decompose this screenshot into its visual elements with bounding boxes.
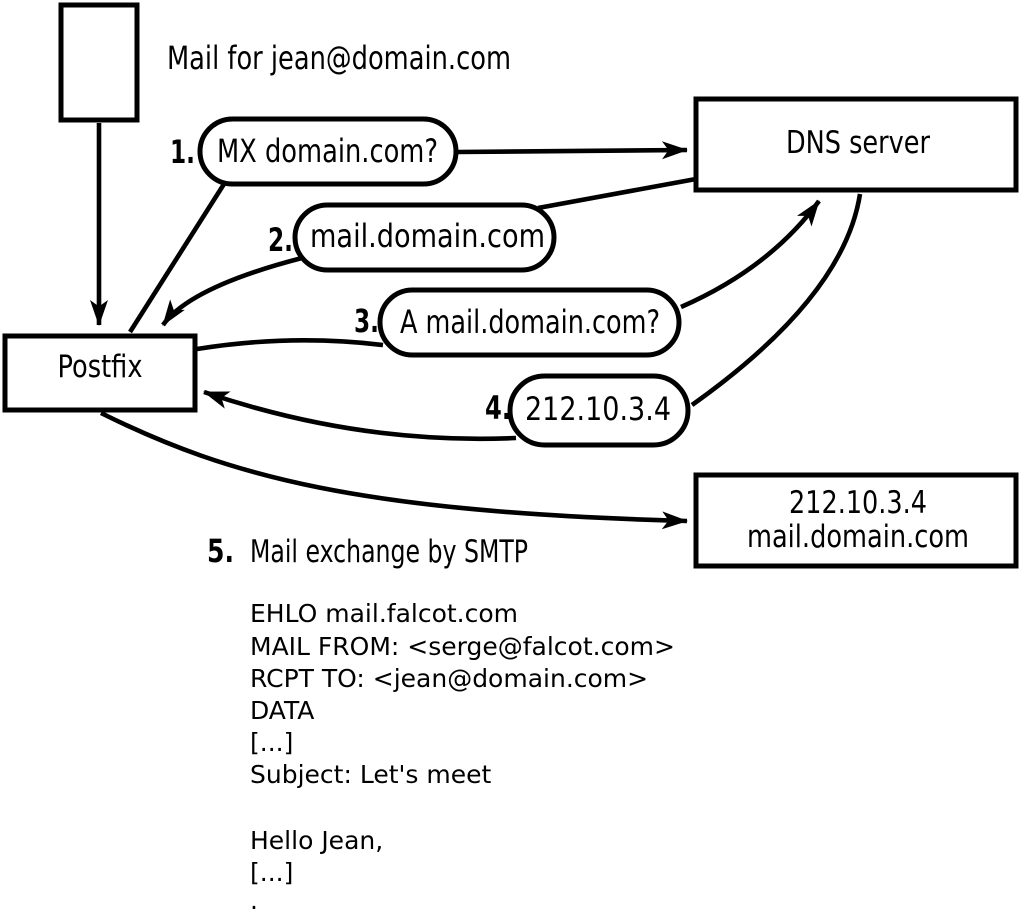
mail-server-hostname-label: mail.domain.com (747, 519, 969, 555)
diagram-title: Mail for jean@domain.com (167, 39, 511, 77)
query3-label: A mail.domain.com? (400, 303, 660, 341)
smtp-line: Hello Jean, (250, 826, 383, 855)
response2-label: mail.domain.com (310, 217, 545, 255)
smtp-line: . (250, 886, 258, 915)
query1-pill (197, 116, 459, 187)
line-dns-to-response2 (537, 176, 697, 211)
mail-server-box (693, 472, 1019, 569)
postfix-box (2, 333, 198, 413)
response4-label: 212.10.3.4 (525, 390, 671, 428)
step1-number: 1. (170, 133, 195, 171)
arrow-query1-to-dns (457, 141, 688, 160)
step4-number: 4. (485, 389, 511, 427)
mail-server-ip-label: 212.10.3.4 (789, 485, 927, 521)
smtp-line: EHLO mail.falcot.com (250, 599, 518, 628)
smtp-line: Subject: Let's meet (250, 760, 491, 789)
response4-pill (507, 373, 691, 448)
line-dns-to-response4 (690, 193, 863, 407)
dns-server-label: DNS server (786, 125, 930, 161)
step5-number: 5. (207, 532, 234, 570)
step5-label: Mail exchange by SMTP (250, 534, 528, 570)
arrow-postfix-to-mailserver (99, 410, 688, 530)
postfix-label: Postfix (58, 349, 143, 385)
arrow-response2-to-postfix (161, 255, 303, 327)
arrow-response4-to-postfix (203, 389, 517, 442)
response2-pill (292, 202, 557, 273)
smtp-line: MAIL FROM: <serge@falcot.com> (250, 632, 675, 661)
smtp-session-text: EHLO mail.falcot.com MAIL FROM: <serge@f… (250, 599, 675, 915)
smtp-line: [...] (250, 728, 293, 757)
line-postfix-to-query1 (128, 182, 226, 334)
query3-pill (377, 287, 682, 358)
step3-number: 3. (354, 302, 379, 340)
smtp-line: RCPT TO: <jean@domain.com> (250, 664, 648, 693)
dns-server-box (693, 96, 1019, 193)
arrow-query3-to-dns (680, 199, 821, 310)
query1-label: MX domain.com? (217, 132, 438, 170)
step2-number: 2. (268, 221, 293, 259)
smtp-line: [...] (250, 858, 293, 887)
envelope-icon (58, 2, 140, 123)
smtp-line: DATA (250, 696, 314, 725)
line-postfix-to-query3 (196, 338, 384, 352)
